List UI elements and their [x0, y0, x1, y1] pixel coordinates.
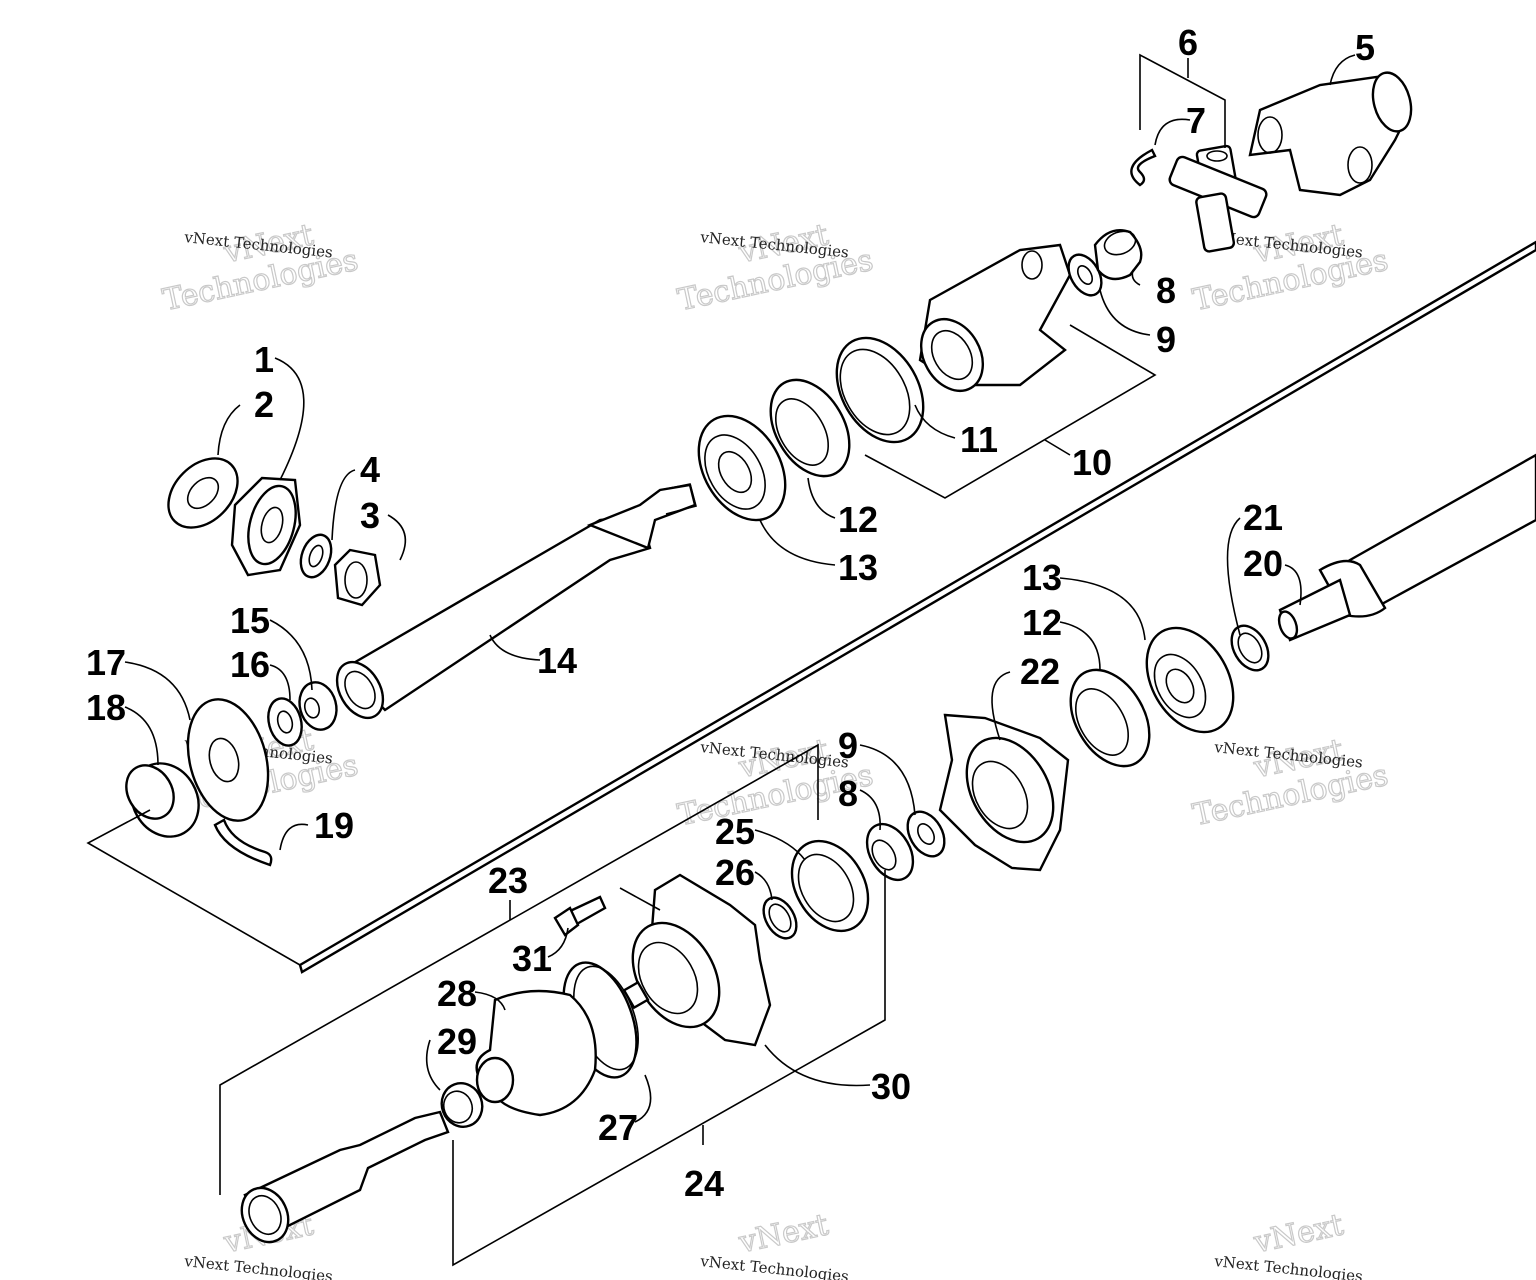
- bevel-gear-part-1: [230, 476, 302, 577]
- watermark-group: vNext Technologies vNext Technologies vN…: [159, 217, 1392, 1280]
- callout-8-lower: 8: [838, 773, 858, 814]
- callout-18: 18: [86, 687, 126, 728]
- snap-ring-part-26: [762, 896, 798, 940]
- bolt-part-31: [553, 895, 607, 937]
- bearing-housing-part-22: [938, 713, 1070, 872]
- callout-23: 23: [488, 860, 528, 901]
- bearing-part-13-lower: [1145, 626, 1235, 734]
- seal-part-12-lower: [1069, 668, 1151, 768]
- snap-ring-part-19: [213, 818, 273, 867]
- washer-part-9-lower: [906, 810, 946, 858]
- callout-12-lower: 12: [1022, 602, 1062, 643]
- watermark-line1: vNext: [735, 1208, 831, 1261]
- callout-9: 9: [1156, 319, 1176, 360]
- nut-part-3: [333, 548, 382, 607]
- callout-2: 2: [254, 384, 274, 425]
- seal-part-25: [790, 839, 870, 933]
- watermark-small: vNext Technologies: [1213, 1252, 1364, 1280]
- callout-20: 20: [1243, 543, 1283, 584]
- callout-4: 4: [360, 449, 380, 490]
- callout-12: 12: [838, 499, 878, 540]
- yoke-part-10: [918, 243, 1072, 392]
- cv-housing-part-30: [631, 873, 772, 1047]
- boot-clamp-part-29: [440, 1082, 484, 1128]
- snap-ring-part-7: [1130, 148, 1157, 187]
- callout-27: 27: [598, 1107, 638, 1148]
- callout-10: 10: [1072, 442, 1112, 483]
- yoke-part-5: [1248, 71, 1413, 197]
- callout-13-lower: 13: [1022, 557, 1062, 598]
- callout-14: 14: [537, 640, 577, 681]
- leader-lines: [86, 53, 1356, 1267]
- callout-22: 22: [1020, 651, 1060, 692]
- callout-13: 13: [838, 547, 878, 588]
- callout-17: 17: [86, 642, 126, 683]
- callout-1: 1: [254, 339, 274, 380]
- watermark-small: vNext Technologies: [183, 1252, 334, 1280]
- bearing-cap-part-8-lower: [865, 822, 915, 882]
- callout-labels: 6 5 7 8 9 11 10 12 13 14 1 2 4 3 15 16 1…: [86, 22, 1375, 1204]
- callout-24: 24: [684, 1163, 724, 1204]
- callout-29: 29: [437, 1021, 477, 1062]
- callout-7: 7: [1186, 100, 1206, 141]
- callout-8: 8: [1156, 270, 1176, 311]
- callout-16: 16: [230, 644, 270, 685]
- gear-part-17: [186, 698, 270, 822]
- watermark-line1: vNext: [1250, 1208, 1346, 1261]
- callout-9-lower: 9: [838, 725, 858, 766]
- callout-15: 15: [230, 600, 270, 641]
- washer-part-2: [167, 457, 239, 529]
- seal-ring-part-11: [835, 336, 925, 444]
- oring-part-21: [1230, 624, 1270, 672]
- washer-part-16: [267, 697, 303, 747]
- callout-30: 30: [871, 1066, 911, 1107]
- callout-3: 3: [360, 495, 380, 536]
- universal-joint-cross-part-6: [1168, 144, 1268, 253]
- callout-31: 31: [512, 938, 552, 979]
- callout-6: 6: [1178, 22, 1198, 63]
- callout-5: 5: [1355, 27, 1375, 68]
- callout-19: 19: [314, 805, 354, 846]
- callout-11: 11: [960, 419, 998, 460]
- drive-shaft-part-14: [335, 483, 697, 720]
- cv-boot-part-28: [475, 989, 597, 1117]
- callout-28: 28: [437, 973, 477, 1014]
- bearing-cap-part-8-upper: [1093, 228, 1143, 281]
- watermark-small: vNext Technologies: [699, 1252, 850, 1280]
- callout-26: 26: [715, 852, 755, 893]
- seal-part-12-upper: [769, 378, 851, 478]
- bearing-part-13-upper: [697, 414, 787, 522]
- washer-part-4: [299, 533, 333, 579]
- callout-25: 25: [715, 811, 755, 852]
- axle-shaft: [298, 240, 1536, 974]
- callout-21: 21: [1243, 497, 1283, 538]
- cv-stub-shaft: [240, 1110, 450, 1244]
